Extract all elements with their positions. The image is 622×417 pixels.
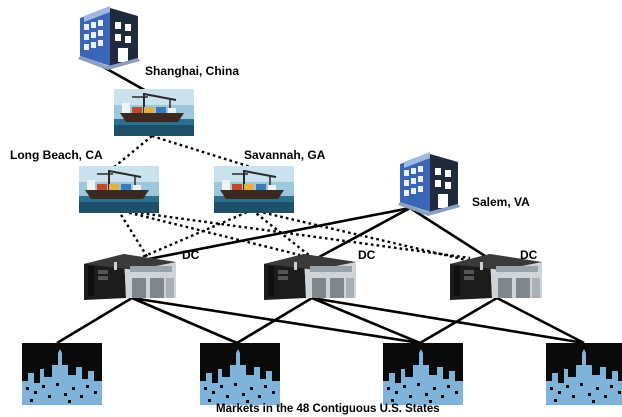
market-skyline-icon-4 [546,343,622,405]
label-shanghai: Shanghai, China [145,64,239,78]
label-dc-1: DC [182,248,200,262]
warehouse-icon-dc-2 [264,254,356,300]
market-skyline-icon-1 [22,343,102,405]
factory-icon-salem [398,152,460,216]
market-skyline-icon-3 [383,343,463,405]
label-dc-2: DC [358,248,376,262]
label-salem: Salem, VA [472,195,530,209]
port-icon-savannah [213,165,295,214]
label-long-beach: Long Beach, CA [10,148,103,162]
port-icon-long-beach [78,165,160,214]
dotted-connections [112,134,476,264]
warehouse-icon-dc-1 [84,254,176,300]
label-savannah: Savannah, GA [244,148,326,162]
market-skyline-icon-2 [200,343,280,405]
markets-caption: Markets in the 48 Contiguous U.S. States [216,403,440,415]
label-dc-3: DC [520,248,538,262]
solid-connections [56,62,585,345]
factory-icon-shanghai [78,6,140,70]
port-icon-shanghai [113,88,195,137]
